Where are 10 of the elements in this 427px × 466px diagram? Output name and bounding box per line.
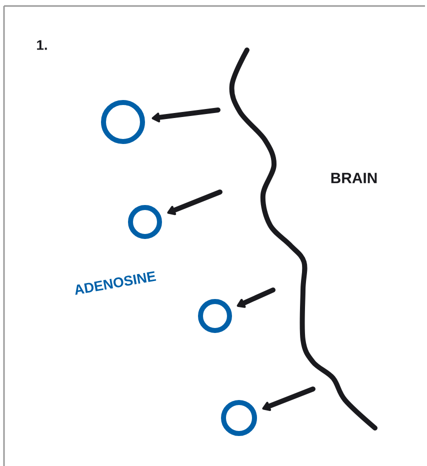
molecule-circle	[198, 299, 232, 333]
item-number: 1.	[37, 40, 47, 50]
arrow	[236, 288, 276, 308]
molecule-circle	[221, 400, 257, 436]
arrow	[167, 190, 222, 216]
molecule-circle	[101, 100, 145, 144]
molecule-circle	[128, 205, 162, 239]
region-label: BRAIN	[331, 172, 377, 184]
arrow	[152, 108, 220, 122]
arrow	[262, 386, 316, 411]
